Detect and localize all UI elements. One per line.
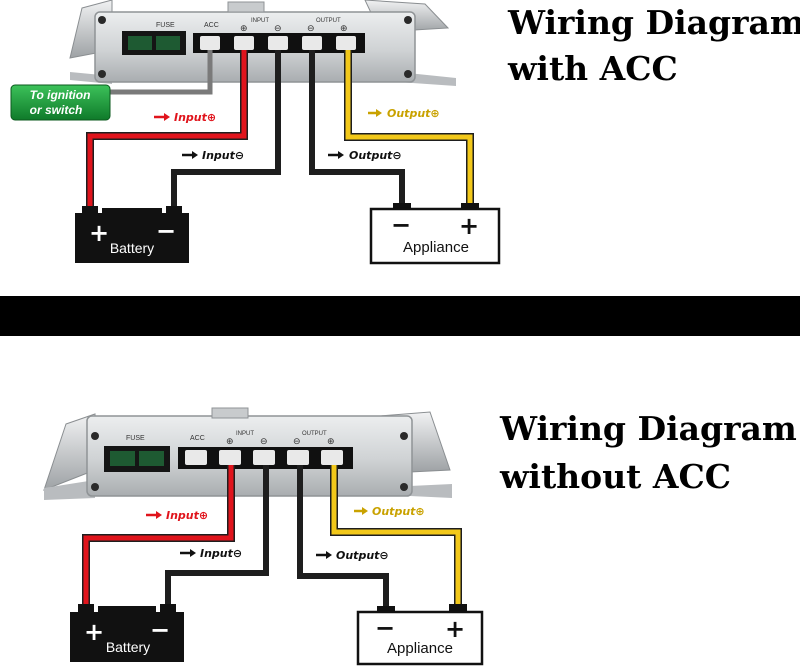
converter-tab — [211, 407, 249, 419]
terminal-block — [193, 33, 365, 53]
battery-label: Battery — [110, 240, 154, 256]
appliance-minus: − — [375, 614, 395, 642]
mounting-screw — [91, 432, 99, 440]
output-minus-mark: ⊖ — [293, 437, 301, 447]
output-negative-callout: Output⊖ — [328, 149, 402, 162]
arrow-icon — [192, 151, 198, 159]
battery: + − Battery — [75, 206, 189, 263]
input-negative-label: Input⊖ — [200, 547, 242, 560]
input-negative-callout: Input⊖ — [182, 149, 244, 162]
input-plus-mark: ⊕ — [226, 437, 234, 447]
appliance-label: Appliance — [387, 640, 453, 657]
mounting-screw — [404, 16, 412, 24]
arrow-icon — [164, 113, 170, 121]
input-minus-mark: ⊖ — [274, 24, 282, 34]
title-with-acc-line2: with ACC — [508, 49, 678, 88]
input-negative-callout: Input⊖ — [180, 547, 242, 560]
output-negative-wire — [297, 465, 389, 610]
fuse-block — [122, 31, 186, 55]
input-negative-wire — [171, 50, 281, 210]
fuse-block — [104, 446, 170, 472]
battery-minus: − — [156, 217, 176, 245]
converter-tab — [227, 1, 265, 13]
acc-note-line2: or switch — [30, 103, 83, 117]
appliance: − + Appliance — [369, 203, 501, 265]
title-without-acc-line2: without ACC — [500, 457, 732, 496]
fuse-label: FUSE — [156, 22, 175, 29]
input-positive-wire — [83, 465, 234, 606]
acc-wire — [110, 50, 213, 95]
output-label: OUTPUT — [316, 18, 341, 24]
mounting-screw — [400, 483, 408, 491]
diagram-without-acc: FUSE ACC INPUT OUTPUT ⊕ ⊖ ⊖ ⊕ I — [43, 407, 484, 666]
output-positive-wire — [331, 465, 461, 608]
arrow-icon — [326, 551, 332, 559]
input-plus-mark: ⊕ — [240, 24, 248, 34]
output-negative-label: Output⊖ — [349, 149, 402, 162]
input-negative-wire — [165, 465, 269, 606]
battery-label: Battery — [106, 639, 150, 655]
input-negative-label: Input⊖ — [202, 149, 244, 162]
mounting-screw — [98, 16, 106, 24]
terminal-block — [178, 447, 353, 469]
acc-note-line1: To ignition — [30, 88, 91, 102]
battery: + − Battery — [70, 604, 184, 662]
input-label: INPUT — [236, 431, 254, 437]
appliance-label: Appliance — [403, 239, 469, 256]
appliance: − + Appliance — [356, 604, 484, 666]
output-label: OUTPUT — [302, 431, 327, 437]
output-positive-label: Output⊕ — [372, 505, 425, 518]
title-without-acc-line1: Wiring Diagram — [500, 409, 797, 448]
acc-label: ACC — [190, 435, 205, 442]
output-positive-callout: Output⊕ — [368, 107, 440, 120]
output-minus-mark: ⊖ — [307, 24, 315, 34]
output-negative-wire — [309, 50, 405, 208]
output-positive-callout: Output⊕ — [354, 505, 425, 518]
input-positive-callout: Input⊕ — [154, 111, 216, 124]
section-divider — [0, 296, 800, 336]
output-plus-mark: ⊕ — [327, 437, 335, 447]
diagram-with-acc: FUSE ACC INPUT OUTPUT ⊕ ⊖ ⊖ ⊕ — [10, 0, 501, 265]
input-positive-label: Input⊕ — [174, 111, 216, 124]
acc-label: ACC — [204, 22, 219, 29]
arrow-icon — [338, 151, 344, 159]
output-positive-wire — [345, 50, 473, 208]
battery-plus: + — [84, 618, 104, 646]
input-positive-callout: Input⊕ — [146, 509, 208, 522]
input-positive-label: Input⊕ — [166, 509, 208, 522]
output-plus-mark: ⊕ — [340, 24, 348, 34]
mounting-screw — [404, 70, 412, 78]
mounting-screw — [91, 483, 99, 491]
battery-minus: − — [150, 616, 170, 644]
battery-plus: + — [89, 219, 109, 247]
arrow-icon — [190, 549, 196, 557]
appliance-plus: + — [459, 212, 479, 240]
output-positive-label: Output⊕ — [387, 107, 440, 120]
mounting-screw — [400, 432, 408, 440]
title-with-acc-line1: Wiring Diagram — [508, 3, 800, 42]
appliance-minus: − — [391, 211, 411, 239]
output-negative-label: Output⊖ — [336, 549, 389, 562]
appliance-plus: + — [445, 615, 465, 643]
output-negative-callout: Output⊖ — [316, 549, 389, 562]
arrow-icon — [362, 507, 368, 515]
arrow-icon — [376, 109, 382, 117]
mounting-screw — [98, 70, 106, 78]
acc-badge: To ignition or switch — [10, 84, 111, 121]
arrow-icon — [156, 511, 162, 519]
fuse-label: FUSE — [126, 435, 145, 442]
input-minus-mark: ⊖ — [260, 437, 268, 447]
input-label: INPUT — [251, 18, 269, 24]
input-positive-wire — [87, 50, 247, 210]
